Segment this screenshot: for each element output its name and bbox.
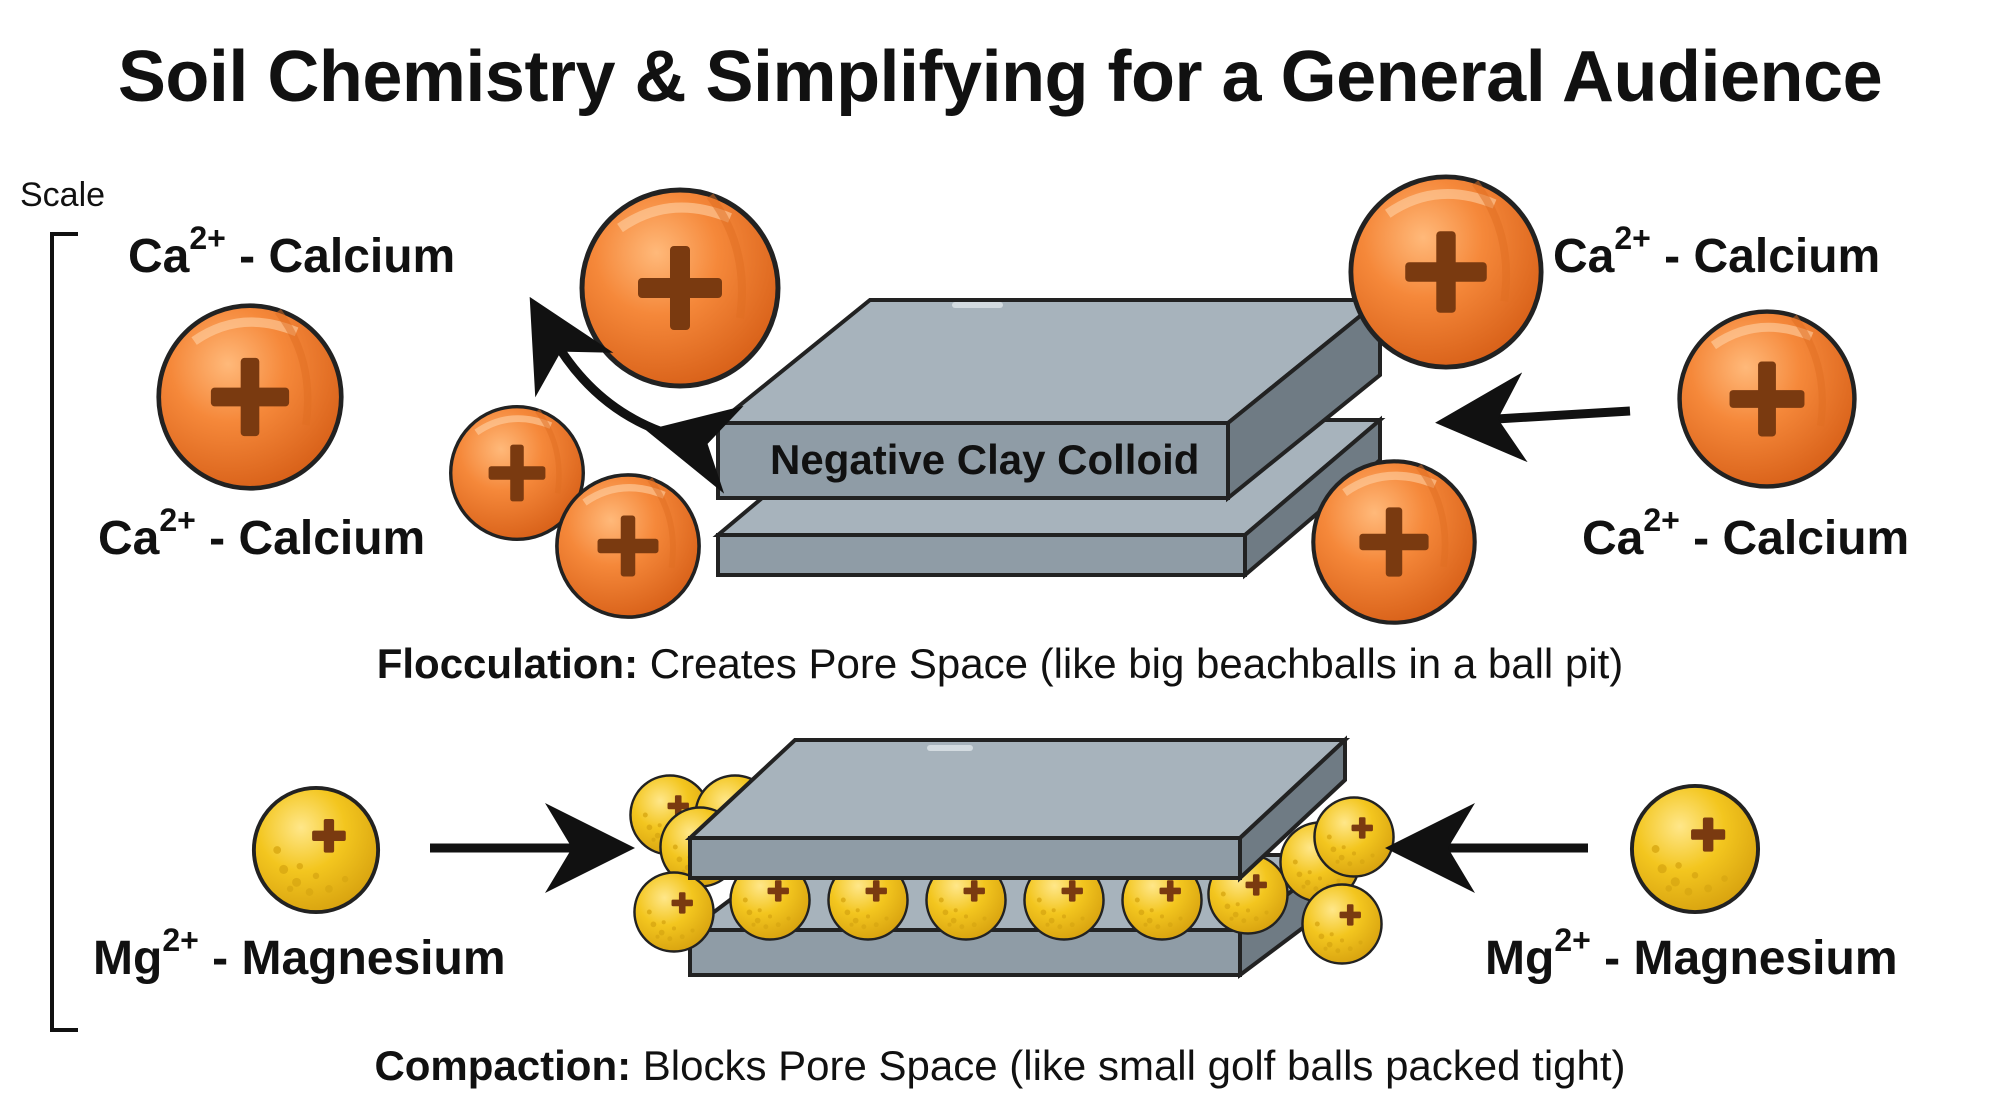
calcium-ball — [582, 190, 778, 386]
calcium-ball — [159, 306, 342, 489]
calcium-label: Ca2+ - Calcium — [1553, 220, 1881, 283]
scale-bracket — [50, 232, 78, 1032]
calcium-ball — [1680, 312, 1855, 487]
calcium-ball — [1313, 461, 1474, 622]
calcium-label: Ca2+ - Calcium — [128, 220, 456, 283]
calcium-label: Ca2+ - Calcium — [98, 502, 426, 565]
calcium-ball — [557, 475, 699, 617]
magnesium-label: Mg2+ - Magnesium — [1485, 922, 1898, 985]
colloid-label: Negative Clay Colloid — [770, 436, 1200, 483]
bounce-arrow — [529, 296, 744, 494]
calcium-label: Ca2+ - Calcium — [1582, 502, 1910, 565]
page-title: Soil Chemistry & Simplifying for a Gener… — [117, 37, 1883, 117]
magnesium-label: Mg2+ - Magnesium — [93, 922, 506, 985]
magnesium-ball — [1629, 783, 1761, 915]
magnesium-ball — [251, 785, 381, 915]
calcium-ball — [1351, 177, 1541, 367]
flocculation-caption: Flocculation: Creates Pore Space (like b… — [376, 640, 1624, 687]
scale-label: Scale — [20, 176, 106, 214]
attract-arrow — [1435, 372, 1631, 463]
compaction-caption: Compaction: Blocks Pore Space (like smal… — [374, 1042, 1626, 1089]
clay-plate-upper-bottom — [684, 735, 1351, 883]
